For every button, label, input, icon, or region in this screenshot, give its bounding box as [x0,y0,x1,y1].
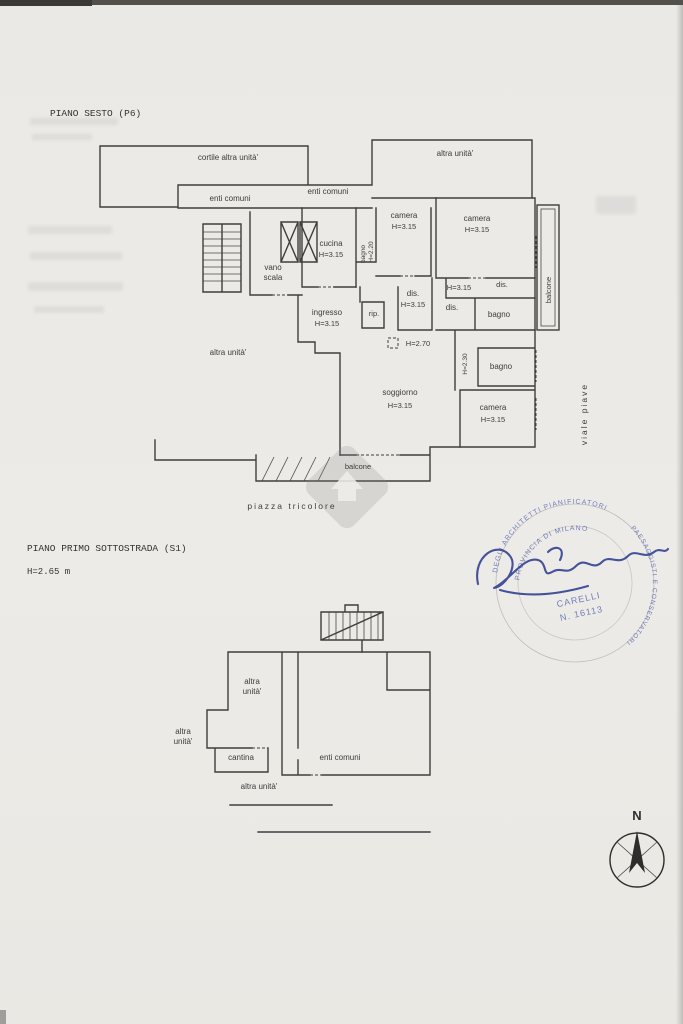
label-dis-center: dis. [407,289,419,298]
label-cucina-height: H=3.15 [319,250,343,259]
label-rip: rip. [369,309,379,318]
label-bagno-small-height: H=2.20 [368,241,375,263]
basement-detached-lines [229,804,431,833]
plan-sixth-title: PIANO SESTO (P6) [50,108,141,119]
handwritten-signature [476,546,670,596]
label-altra-unita-left: altra unità' [210,348,247,357]
label-street-viale-piave: viale piave [579,383,589,445]
walls-outline [99,139,536,331]
walls-rooms-right [355,197,536,448]
plan-basement: PIANO PRIMO SOTTOSTRADA (S1) H=2.65 m al… [27,543,431,833]
label-dis-center-height: H=3.15 [401,300,425,309]
scan-artifact-corner [0,1010,6,1024]
label-scala: scala [264,273,283,282]
label-bagno-1: bagno [488,310,511,319]
balcony-right-inner [540,208,556,327]
north-compass: N [609,808,665,888]
label-balcone-right: balcone [544,277,553,303]
bleedthrough-smudge [30,252,122,260]
bleedthrough-smudge [34,306,104,313]
label-enti-comuni-right: enti comuni [308,187,349,196]
basement-stairbox [320,604,384,653]
architect-stamp: DEGLI ARCHITETTI PIANIFICATORI PROVINCIA… [480,490,671,663]
basement-stair-treads [328,612,379,640]
label-bagno-2: bagno [490,362,513,371]
label-dis-corridor: dis. [496,280,508,289]
label-bagno-small: bagno [360,245,367,263]
label-ingresso: ingresso [312,308,343,317]
label-enti-comuni-basement: enti comuni [320,753,361,762]
scan-artifact-top-left [0,0,92,6]
balcony-right-outline [536,204,560,331]
label-enti-comuni-left: enti comuni [210,194,251,203]
watermark-logo [305,445,389,529]
label-altra-unita-2b: unità' [174,737,193,746]
label-camera-3-height: H=3.15 [481,415,505,424]
label-cortile: cortile altra unità' [198,153,259,162]
bleedthrough-smudge [32,134,92,140]
compass-north-label: N [632,808,641,823]
label-street-piazza-tricolore: piazza tricolore [247,501,336,511]
label-vano: vano [264,263,282,272]
plan-basement-title: PIANO PRIMO SOTTOSTRADA (S1) [27,543,187,554]
label-corridor-height: H=3.15 [447,283,471,292]
scan-artifact-top-strip [0,0,683,5]
label-dis-right: dis. [446,303,458,312]
label-corridor-narrow-height: H=2.30 [462,353,469,375]
balcony-hatch [261,456,331,482]
label-ingresso-height: H=3.15 [315,319,339,328]
label-soggiorno: soggiorno [382,388,418,397]
stamp-outer-circle [495,503,655,663]
label-camera-1-height: H=3.15 [392,222,416,231]
label-altra-unita-3: altra unità' [241,782,278,791]
compass-needle-icon [629,831,645,873]
stamp-arc-bottom-text: PAESAGGISTI E CONSERVATORI [601,522,671,647]
label-altra-unita-top: altra unità' [437,149,474,158]
door-window-marks [272,236,537,456]
bleedthrough-smudge [28,282,123,291]
bleedthrough-smudge [30,118,118,125]
scan-shadow-right [676,0,683,1024]
label-soggiorno-height: H=3.15 [388,401,412,410]
label-camera-2-height: H=3.15 [465,225,489,234]
label-cantina: cantina [228,753,254,762]
label-cucina: cucina [319,239,343,248]
label-altra-unita-1b: unità' [243,687,262,696]
plan-basement-height-note: H=2.65 m [27,567,70,577]
walls-kitchen-stair [249,207,385,456]
label-camera-2: camera [464,214,491,223]
basement-walls [206,651,431,776]
plan-sixth-floor: PIANO SESTO (P6) [50,108,589,529]
label-camera-3: camera [480,403,507,412]
bleedthrough-smudge [596,196,636,214]
label-altra-unita-1a: altra [244,677,260,686]
label-hall-height: H=2.70 [406,339,430,348]
label-balcone-bottom: balcone [345,462,371,471]
bleedthrough-smudge [28,226,112,234]
label-altra-unita-2a: altra [175,727,191,736]
elevator-shafts [280,221,318,263]
stamp-inner-circle [517,525,633,641]
label-camera-1: camera [391,211,418,220]
basement-door-marks [252,747,322,776]
svg-text:PAESAGGISTI E CONSERVATORI: PAESAGGISTI E CONSERVATORI [601,522,671,647]
staircase-outline [202,223,242,293]
